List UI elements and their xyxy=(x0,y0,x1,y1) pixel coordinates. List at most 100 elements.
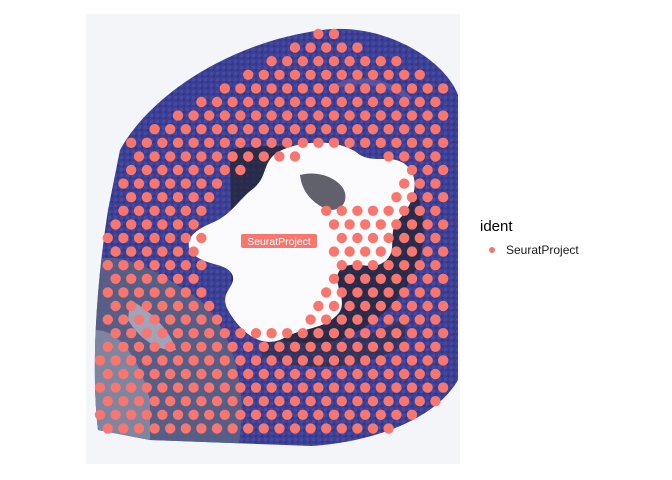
spot-point xyxy=(313,328,324,339)
spot-point xyxy=(328,328,340,339)
spot-point xyxy=(204,328,215,339)
spot-point xyxy=(219,110,230,121)
spot-point xyxy=(204,355,215,366)
spot-point xyxy=(180,205,191,216)
spot-point xyxy=(180,314,191,325)
spot-point xyxy=(157,246,168,257)
spot-point xyxy=(149,151,160,162)
spot-point xyxy=(211,178,223,189)
spot-point xyxy=(250,83,262,94)
spot-point xyxy=(328,273,340,284)
spot-point xyxy=(188,409,199,420)
spot-point xyxy=(141,300,152,312)
spot-point xyxy=(383,314,394,325)
spot-point xyxy=(367,124,379,135)
spot-point xyxy=(414,368,425,380)
spot-point xyxy=(243,368,254,380)
spot-point xyxy=(375,300,386,312)
spot-point xyxy=(391,382,402,393)
spot-point xyxy=(172,409,184,420)
spot-point xyxy=(313,355,324,366)
spot-point xyxy=(211,423,223,434)
spot-point xyxy=(227,151,238,162)
spot-point xyxy=(422,355,433,366)
spot-point xyxy=(297,83,308,94)
spot-point xyxy=(274,96,285,108)
spot-point xyxy=(313,300,324,312)
spot-point xyxy=(414,96,425,108)
spot-point xyxy=(297,56,308,67)
spot-point xyxy=(422,83,433,94)
spot-point xyxy=(367,96,379,108)
spot-point xyxy=(243,341,254,352)
spot-point xyxy=(118,423,129,434)
spot-point xyxy=(165,368,176,380)
spot-point xyxy=(406,273,418,284)
spot-point xyxy=(391,83,402,94)
spot-point xyxy=(126,246,137,257)
spot-point xyxy=(305,341,316,352)
spot-point xyxy=(180,396,191,407)
spot-point xyxy=(180,178,191,189)
legend: ident SeuratProject xyxy=(480,218,579,257)
spot-point xyxy=(344,409,355,420)
spot-point xyxy=(102,341,114,352)
spot-point xyxy=(344,219,355,230)
spot-point xyxy=(414,124,425,135)
spot-point xyxy=(328,28,340,40)
spot-point xyxy=(383,69,394,81)
spot-point xyxy=(414,314,425,325)
spot-point xyxy=(250,137,262,148)
spot-point xyxy=(352,232,363,244)
spot-point xyxy=(211,314,223,325)
spot-point xyxy=(118,178,129,189)
spot-point xyxy=(391,409,402,420)
spot-point xyxy=(250,110,262,121)
spot-point xyxy=(258,423,269,434)
spot-point xyxy=(274,69,285,81)
legend-title: ident xyxy=(480,218,513,235)
spot-point xyxy=(289,42,301,53)
spot-point xyxy=(157,409,168,420)
spot-point xyxy=(149,341,160,352)
spot-point xyxy=(196,287,207,298)
spot-point xyxy=(102,287,114,298)
spot-point xyxy=(313,83,324,94)
spot-point xyxy=(328,110,340,121)
spot-point xyxy=(321,42,332,53)
spot-point xyxy=(274,124,285,135)
spot-point xyxy=(430,396,441,407)
spot-point xyxy=(406,110,418,121)
spot-point xyxy=(438,382,449,393)
spot-point xyxy=(352,69,363,81)
spot-point xyxy=(414,178,425,189)
spot-point xyxy=(430,205,441,216)
spot-point xyxy=(157,192,168,203)
spot-point xyxy=(282,110,293,121)
spot-point xyxy=(141,164,152,176)
legend-item: SeuratProject xyxy=(480,243,579,257)
spot-point xyxy=(336,314,347,325)
spot-point xyxy=(367,423,379,434)
spot-point xyxy=(422,137,433,148)
spot-point xyxy=(399,341,410,352)
spot-point xyxy=(157,137,168,148)
spot-point xyxy=(422,192,433,203)
spot-point xyxy=(243,124,254,135)
spot-point xyxy=(188,273,199,284)
spot-point xyxy=(149,287,160,298)
spot-point xyxy=(165,314,176,325)
spot-point xyxy=(399,368,410,380)
spot-point xyxy=(360,219,371,230)
spot-point xyxy=(336,69,347,81)
spot-point xyxy=(126,355,137,366)
legend-key xyxy=(486,244,498,256)
spot-point xyxy=(383,96,394,108)
spot-point xyxy=(196,124,207,135)
spot-point xyxy=(133,232,145,244)
spot-point xyxy=(188,355,199,366)
spot-point xyxy=(211,151,223,162)
spot-point xyxy=(211,396,223,407)
spot-point xyxy=(391,137,402,148)
